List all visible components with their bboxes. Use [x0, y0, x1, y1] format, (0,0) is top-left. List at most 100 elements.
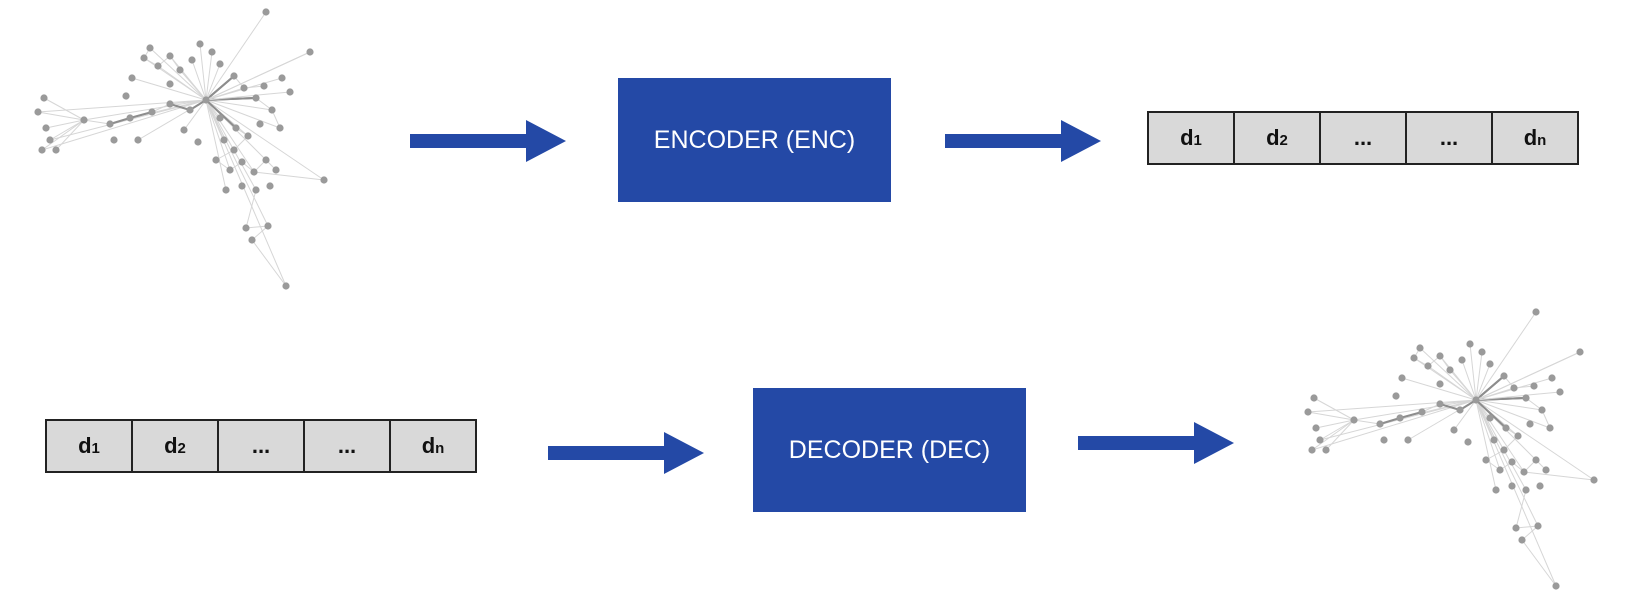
graph-node	[1464, 438, 1472, 446]
graph-node	[1552, 582, 1560, 590]
graph-node	[260, 82, 268, 90]
graph-node	[1398, 374, 1406, 382]
graph-edge	[131, 77, 207, 101]
graph-node	[1590, 476, 1598, 484]
graph-node	[148, 108, 156, 116]
graph-edge	[205, 75, 235, 101]
graph-edge	[1523, 471, 1595, 481]
graph-node	[208, 48, 216, 56]
graph-node	[1436, 380, 1444, 388]
graph-edge	[1475, 399, 1551, 429]
graph-node	[232, 124, 240, 132]
graph-edge	[1307, 411, 1355, 421]
graph-node	[1424, 362, 1432, 370]
graph-edge	[179, 69, 207, 101]
graph-edge	[205, 99, 281, 129]
graph-edge	[1475, 399, 1543, 411]
graph-node	[1520, 468, 1528, 476]
graph-node	[282, 282, 290, 290]
graph-node	[244, 132, 252, 140]
arrow-right-icon	[548, 432, 704, 474]
graph-edge	[1475, 363, 1491, 401]
graph-edge	[1515, 525, 1539, 529]
graph-node	[1538, 406, 1546, 414]
graph-node	[268, 106, 276, 114]
graph-edge	[1515, 489, 1527, 529]
graph-edge	[205, 99, 231, 171]
graph-edge	[1419, 347, 1477, 401]
graph-edge	[205, 99, 255, 173]
graph-edge	[129, 111, 153, 119]
graph-node	[1526, 420, 1534, 428]
graph-node	[1532, 456, 1540, 464]
graph-node	[1380, 436, 1388, 444]
graph-node	[1446, 366, 1454, 374]
arrow-right-icon	[410, 120, 566, 162]
graph-node	[1396, 414, 1404, 422]
graph-edge	[1475, 399, 1527, 491]
graph-node	[1534, 522, 1542, 530]
graph-node	[1490, 436, 1498, 444]
graph-node	[106, 120, 114, 128]
graph-edge	[1475, 399, 1497, 491]
graph-node	[230, 72, 238, 80]
graph-edge	[1311, 419, 1355, 451]
graph-node	[1458, 356, 1466, 364]
graph-node	[166, 52, 174, 60]
graph-node	[176, 66, 184, 74]
graph-node	[128, 74, 136, 82]
vector-cell: ...	[1407, 113, 1493, 163]
graph-edge	[1469, 343, 1477, 401]
graph-edge	[1453, 399, 1477, 431]
graph-node	[1546, 424, 1554, 432]
graph-node	[122, 92, 130, 100]
graph-edge	[41, 119, 85, 151]
graph-node	[1500, 446, 1508, 454]
graph-node	[188, 56, 196, 64]
graph-edge	[1401, 377, 1477, 401]
graph-node	[238, 158, 246, 166]
graph-node	[1542, 466, 1550, 474]
graph-edge	[205, 99, 269, 227]
graph-edge	[1475, 399, 1539, 527]
graph-node	[1376, 420, 1384, 428]
graph-node	[166, 100, 174, 108]
graph-edge	[183, 99, 207, 131]
graph-edge	[191, 59, 207, 101]
reconstructed-graph	[1304, 308, 1598, 590]
graph-node	[264, 222, 272, 230]
graph-node	[1512, 524, 1520, 532]
graph-node	[240, 84, 248, 92]
graph-edge	[45, 119, 85, 129]
graph-node	[146, 44, 154, 52]
graph-node	[40, 94, 48, 102]
graph-edge	[205, 91, 291, 101]
graph-edge	[1311, 399, 1477, 451]
graph-node	[250, 168, 258, 176]
graph-node	[1404, 436, 1412, 444]
graph-node	[1466, 340, 1474, 348]
graph-node	[276, 124, 284, 132]
graph-node	[154, 62, 162, 70]
graph-node	[1532, 308, 1540, 316]
graph-node	[1530, 382, 1538, 390]
graph-edge	[205, 99, 287, 287]
graph-node	[196, 40, 204, 48]
graph-edge	[205, 11, 267, 101]
graph-node	[1548, 374, 1556, 382]
graph-edge	[205, 99, 273, 111]
graph-node	[1556, 388, 1564, 396]
graph-node	[1478, 348, 1486, 356]
graph-edge	[1325, 419, 1355, 451]
graph-node	[242, 224, 250, 232]
graph-node	[202, 96, 210, 104]
graph-edge	[1315, 419, 1355, 429]
graph-edge	[1475, 399, 1507, 429]
graph-edge	[1461, 359, 1477, 401]
graph-edge	[1475, 311, 1537, 401]
graph-node	[1436, 352, 1444, 360]
graph-node	[1316, 436, 1324, 444]
